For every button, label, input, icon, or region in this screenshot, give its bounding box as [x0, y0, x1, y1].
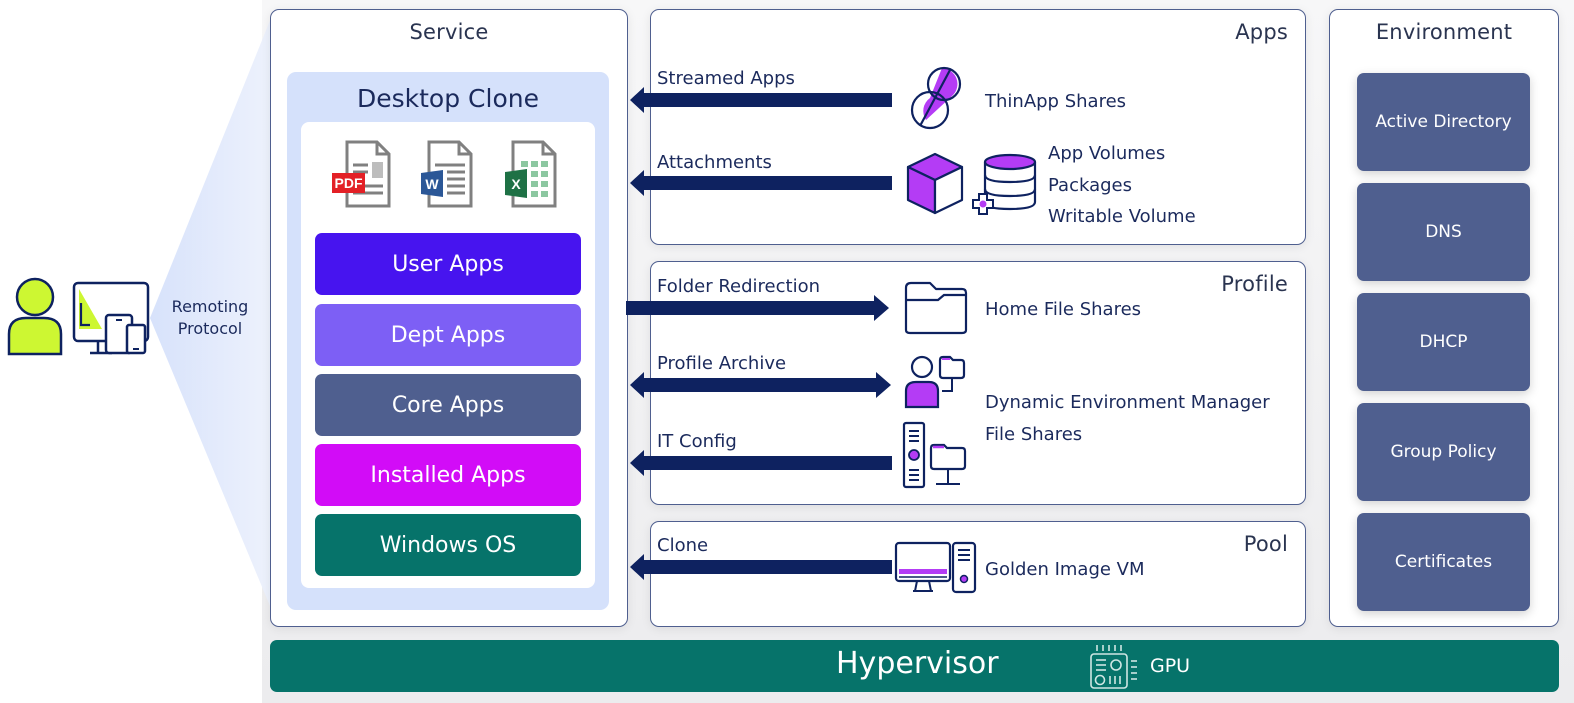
home-file-shares-text: Home File Shares	[985, 299, 1142, 320]
layer-core-apps[interactable]: Core Apps	[315, 374, 581, 436]
remoting-funnel	[150, 8, 275, 618]
server-folder-icon	[902, 421, 967, 489]
env-certificates[interactable]: Certificates	[1357, 513, 1530, 611]
excel-spreadsheet-icon: X	[505, 140, 557, 208]
gpu-chip-icon	[1090, 645, 1137, 689]
profile-title: Profile	[1221, 272, 1288, 296]
it-config-arrow	[630, 450, 892, 476]
clone-arrow	[630, 554, 892, 580]
dem-text: Dynamic Environment Manager	[985, 392, 1270, 413]
pdf-document-icon: PDF	[332, 140, 391, 208]
folder-redirection-label: Folder Redirection	[657, 276, 821, 297]
remoting-label-line1: Remoting	[171, 297, 249, 316]
folder-redirection-arrow	[626, 295, 889, 321]
word-document-icon: W	[421, 140, 473, 208]
app-volumes-package-icon	[906, 152, 964, 215]
clone-label: Clone	[657, 535, 709, 556]
file-shares-text: File Shares	[985, 424, 1083, 445]
golden-image-vm-icon	[894, 541, 977, 594]
attachments-arrow	[630, 170, 892, 196]
environment-title: Environment	[1375, 20, 1513, 44]
folder-icon	[904, 281, 968, 335]
environment-panel: Environment Active Directory DNS DHCP Gr…	[1329, 9, 1559, 627]
thinapp-icon	[910, 66, 962, 130]
hypervisor-label: Hypervisor	[836, 646, 999, 681]
word-badge: W	[425, 176, 439, 192]
gpu-label: GPU	[1150, 655, 1191, 677]
streamed-apps-label: Streamed Apps	[657, 68, 795, 89]
user-icon	[7, 277, 63, 356]
document-icons: PDF W	[301, 139, 595, 209]
it-config-label: IT Config	[657, 431, 737, 452]
pdf-badge: PDF	[335, 175, 363, 191]
env-group-policy[interactable]: Group Policy	[1357, 403, 1530, 501]
profile-archive-label: Profile Archive	[657, 353, 787, 374]
user-folder-icon	[904, 355, 966, 409]
layer-user-apps[interactable]: User Apps	[315, 233, 581, 295]
desktop-clone-content: PDF W	[301, 122, 595, 588]
service-panel: Service Desktop Clone PDF	[270, 9, 628, 627]
hypervisor-bar: Hypervisor GPU	[270, 640, 1559, 692]
attachments-label: Attachments	[657, 152, 772, 173]
writable-volume-text: Writable Volume	[1048, 206, 1196, 227]
golden-image-vm-text: Golden Image VM	[985, 559, 1145, 580]
service-title: Service	[409, 20, 489, 44]
desktop-clone: Desktop Clone PDF	[287, 72, 609, 610]
devices-icon	[72, 281, 150, 355]
layer-dept-apps[interactable]: Dept Apps	[315, 304, 581, 366]
env-dhcp[interactable]: DHCP	[1357, 293, 1530, 391]
layer-windows-os[interactable]: Windows OS	[315, 514, 581, 576]
apps-title: Apps	[1235, 20, 1288, 44]
pool-title: Pool	[1243, 532, 1288, 556]
desktop-clone-title: Desktop Clone	[357, 84, 539, 113]
env-active-directory[interactable]: Active Directory	[1357, 73, 1530, 171]
app-volumes-text: App Volumes	[1048, 143, 1166, 164]
layer-installed-apps[interactable]: Installed Apps	[315, 444, 581, 506]
remoting-protocol-label: Remoting Protocol	[160, 296, 260, 340]
streamed-apps-arrow	[630, 87, 892, 113]
remoting-label-line2: Protocol	[177, 319, 243, 338]
env-dns[interactable]: DNS	[1357, 183, 1530, 281]
excel-badge: X	[511, 176, 521, 192]
app-volumes-database-icon	[972, 153, 1037, 215]
packages-text: Packages	[1048, 175, 1132, 196]
thinapp-shares-text: ThinApp Shares	[985, 91, 1127, 112]
profile-archive-arrow	[630, 372, 891, 398]
